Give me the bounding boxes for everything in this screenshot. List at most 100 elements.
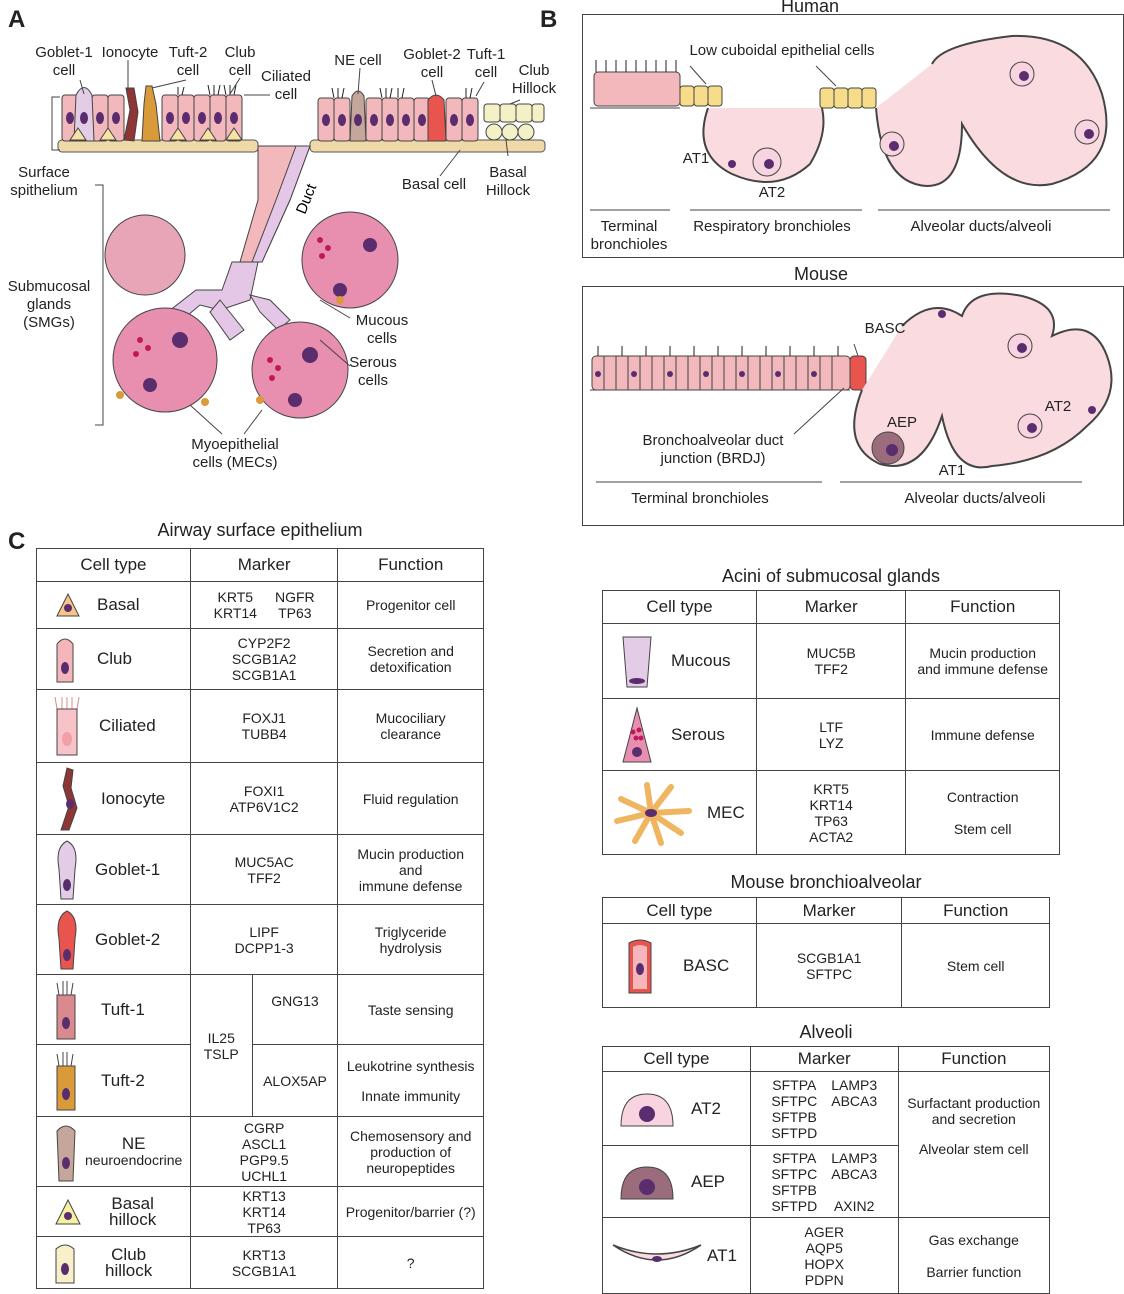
marker-tuft-shared: IL25 TSLP: [190, 975, 252, 1117]
row-name-mec: MEC: [707, 805, 745, 821]
table-row: Club CYP2F2 SCGB1A2 SCGB1A1 Secretion an…: [37, 629, 484, 690]
table-row: AT2 SFTPA SFTPC SFTPB SFTPD LAMP3 ABCA3 …: [603, 1072, 1050, 1146]
row-subname-ne: neuroendocrine: [85, 1152, 182, 1168]
club-cell-icon: [53, 634, 77, 684]
table-row: Club hillock KRT13 SCGB1A1 ?: [37, 1237, 484, 1289]
surface-table: Cell type Marker Function Basal KRT5 KRT…: [36, 548, 484, 1289]
marker-basc: SCGB1A1 SFTPC: [756, 924, 902, 1008]
function-tuft-2-a: Leukotrine synthesis: [338, 1058, 483, 1074]
row-name-tuft-2: Tuft-2: [101, 1073, 145, 1089]
row-name-ionocyte: Ionocyte: [101, 791, 165, 807]
alveoli-table: Cell type Marker Function AT2 SFTPA SFTP…: [602, 1046, 1050, 1294]
table-row: Goblet-1 MUC5AC TFF2 Mucin production an…: [37, 835, 484, 905]
label-aep: AEP: [880, 414, 924, 432]
goblet-1-cell-icon: [53, 839, 81, 901]
panel-label-c: C: [8, 528, 25, 556]
marker-club: CYP2F2 SCGB1A2 SCGB1A1: [190, 629, 337, 690]
row-name-at2: AT2: [691, 1101, 721, 1117]
table-row: Tuft-2 ALOX5AP Leukotrine synthesis Inna…: [37, 1045, 484, 1117]
hillock-cells: [484, 104, 544, 140]
basal-hillock-icon: [53, 1197, 83, 1227]
mec-cell-icon: [611, 781, 695, 845]
row-name-goblet-1: Goblet-1: [95, 862, 160, 878]
label-human-alveolar: Alveolar ducts/alveoli: [906, 218, 1056, 236]
basc-cell-icon: [625, 937, 655, 995]
function-tuft-2-b: Innate immunity: [338, 1088, 483, 1104]
label-ciliated: Ciliated cell: [258, 68, 314, 104]
row-name-goblet-2: Goblet-2: [95, 932, 160, 948]
alveoli-table-title: Alveoli: [602, 1022, 1050, 1043]
label-club-hillock: Club Hillock: [508, 62, 560, 98]
tuft-1-cell-icon: [53, 979, 79, 1041]
label-mucous-cells: Mucous cells: [350, 312, 414, 348]
label-tuft-1: Tuft-1 cell: [464, 46, 508, 82]
label-smgs: Submucosal glands (SMGs): [2, 278, 96, 332]
smg-bracket: [95, 185, 103, 425]
function-ne: Chemosensory and production of neuropept…: [338, 1117, 484, 1187]
marker-ionocyte: FOXI1 ATP6V1C2: [190, 763, 337, 835]
acini-header-marker: Marker: [756, 591, 905, 624]
serous-cell-icon: [621, 706, 653, 764]
function-club: Secretion and detoxification: [338, 629, 484, 690]
marker-ne: CGRP ASCL1 PGP9.5 UCHL1: [190, 1117, 337, 1187]
row-name-basal-hillock: Basal hillock: [109, 1196, 156, 1228]
marker-basal-hillock: KRT13 KRT14 TP63: [190, 1187, 337, 1237]
surface-table-title: Airway surface epithelium: [36, 520, 484, 541]
alveoli-header-function: Function: [898, 1047, 1049, 1072]
function-mec-a: Contraction: [906, 789, 1059, 805]
label-goblet-2: Goblet-2 cell: [400, 46, 464, 82]
label-serous-cells: Serous cells: [344, 354, 402, 390]
marker-basal-right: NGFR TP63: [275, 589, 315, 621]
marker-club-hillock: KRT13 SCGB1A1: [190, 1237, 337, 1289]
table-row: MEC KRT5 KRT14 TP63 ACTA2 Contraction St…: [603, 771, 1060, 855]
marker-basal-left: KRT5 KRT14: [214, 589, 257, 621]
row-name-tuft-1: Tuft-1: [101, 1002, 145, 1018]
surface-header-marker: Marker: [190, 549, 337, 582]
table-row: Basal KRT5 KRT14 NGFR TP63 Progenitor ce…: [37, 582, 484, 629]
function-goblet-2: Triglyceride hydrolysis: [338, 905, 484, 975]
table-row: Goblet-2 LIPF DCPP1-3 Triglyceride hydro…: [37, 905, 484, 975]
row-name-ciliated: Ciliated: [99, 718, 156, 734]
alveoli-header-cell-type: Cell type: [603, 1047, 751, 1072]
alveoli-header-marker: Marker: [750, 1047, 898, 1072]
row-name-basal: Basal: [97, 597, 140, 613]
label-mouse-alveolar: Alveolar ducts/alveoli: [880, 490, 1070, 508]
duct-label: Duct: [293, 181, 321, 217]
tuft-2-cell: [142, 86, 160, 141]
acini-table-title: Acini of submucosal glands: [602, 566, 1060, 587]
at2-cell-icon: [619, 1090, 675, 1128]
function-ionocyte: Fluid regulation: [338, 763, 484, 835]
function-ciliated: Mucociliary clearance: [338, 690, 484, 763]
table-row: NE neuroendocrine CGRP ASCL1 PGP9.5 UCHL…: [37, 1117, 484, 1187]
function-club-hillock: ?: [338, 1237, 484, 1289]
marker-at1: AGER AQP5 HOPX PDPN: [750, 1218, 898, 1294]
label-brdj: Bronchoalveolar duct junction (BRDJ): [630, 432, 796, 468]
function-mec-b: Stem cell: [906, 821, 1059, 837]
goblet-2-cell-icon: [53, 909, 81, 971]
label-basal-hillock: Basal Hillock: [478, 164, 538, 200]
goblet-2-cell: [428, 95, 446, 141]
mouse-ba-table-title: Mouse bronchioalveolar: [602, 872, 1050, 893]
label-tuft-2: Tuft-2 cell: [166, 44, 210, 80]
label-mecs: Myoepithelial cells (MECs): [180, 436, 290, 472]
mouse-title: Mouse: [776, 264, 866, 285]
ionocyte-cell: [124, 88, 138, 141]
marker-at2-left: SFTPA SFTPC SFTPB SFTPD: [771, 1077, 817, 1141]
mucous-cell-icon: [621, 633, 653, 689]
row-name-at1: AT1: [707, 1248, 737, 1264]
function-tuft-1: Taste sensing: [338, 975, 484, 1045]
function-basal-hillock: Progenitor/barrier (?): [338, 1187, 484, 1237]
label-mouse-at1: AT1: [930, 462, 974, 480]
at1-cell-icon: [611, 1241, 703, 1271]
surface-header-cell-type: Cell type: [37, 549, 191, 582]
function-serous: Immune defense: [906, 699, 1060, 771]
label-ne-cell: NE cell: [330, 52, 386, 70]
label-mouse-terminal: Terminal bronchioles: [610, 490, 790, 508]
row-name-basc: BASC: [683, 958, 729, 974]
ne-cell-icon: [53, 1121, 79, 1183]
table-row: Ciliated FOXJ1 TUBB4 Mucociliary clearan…: [37, 690, 484, 763]
basal-cell-icon: [53, 590, 83, 620]
label-human-at1: AT1: [676, 150, 716, 168]
marker-ciliated: FOXJ1 TUBB4: [190, 690, 337, 763]
marker-mucous: MUC5B TFF2: [756, 624, 905, 699]
